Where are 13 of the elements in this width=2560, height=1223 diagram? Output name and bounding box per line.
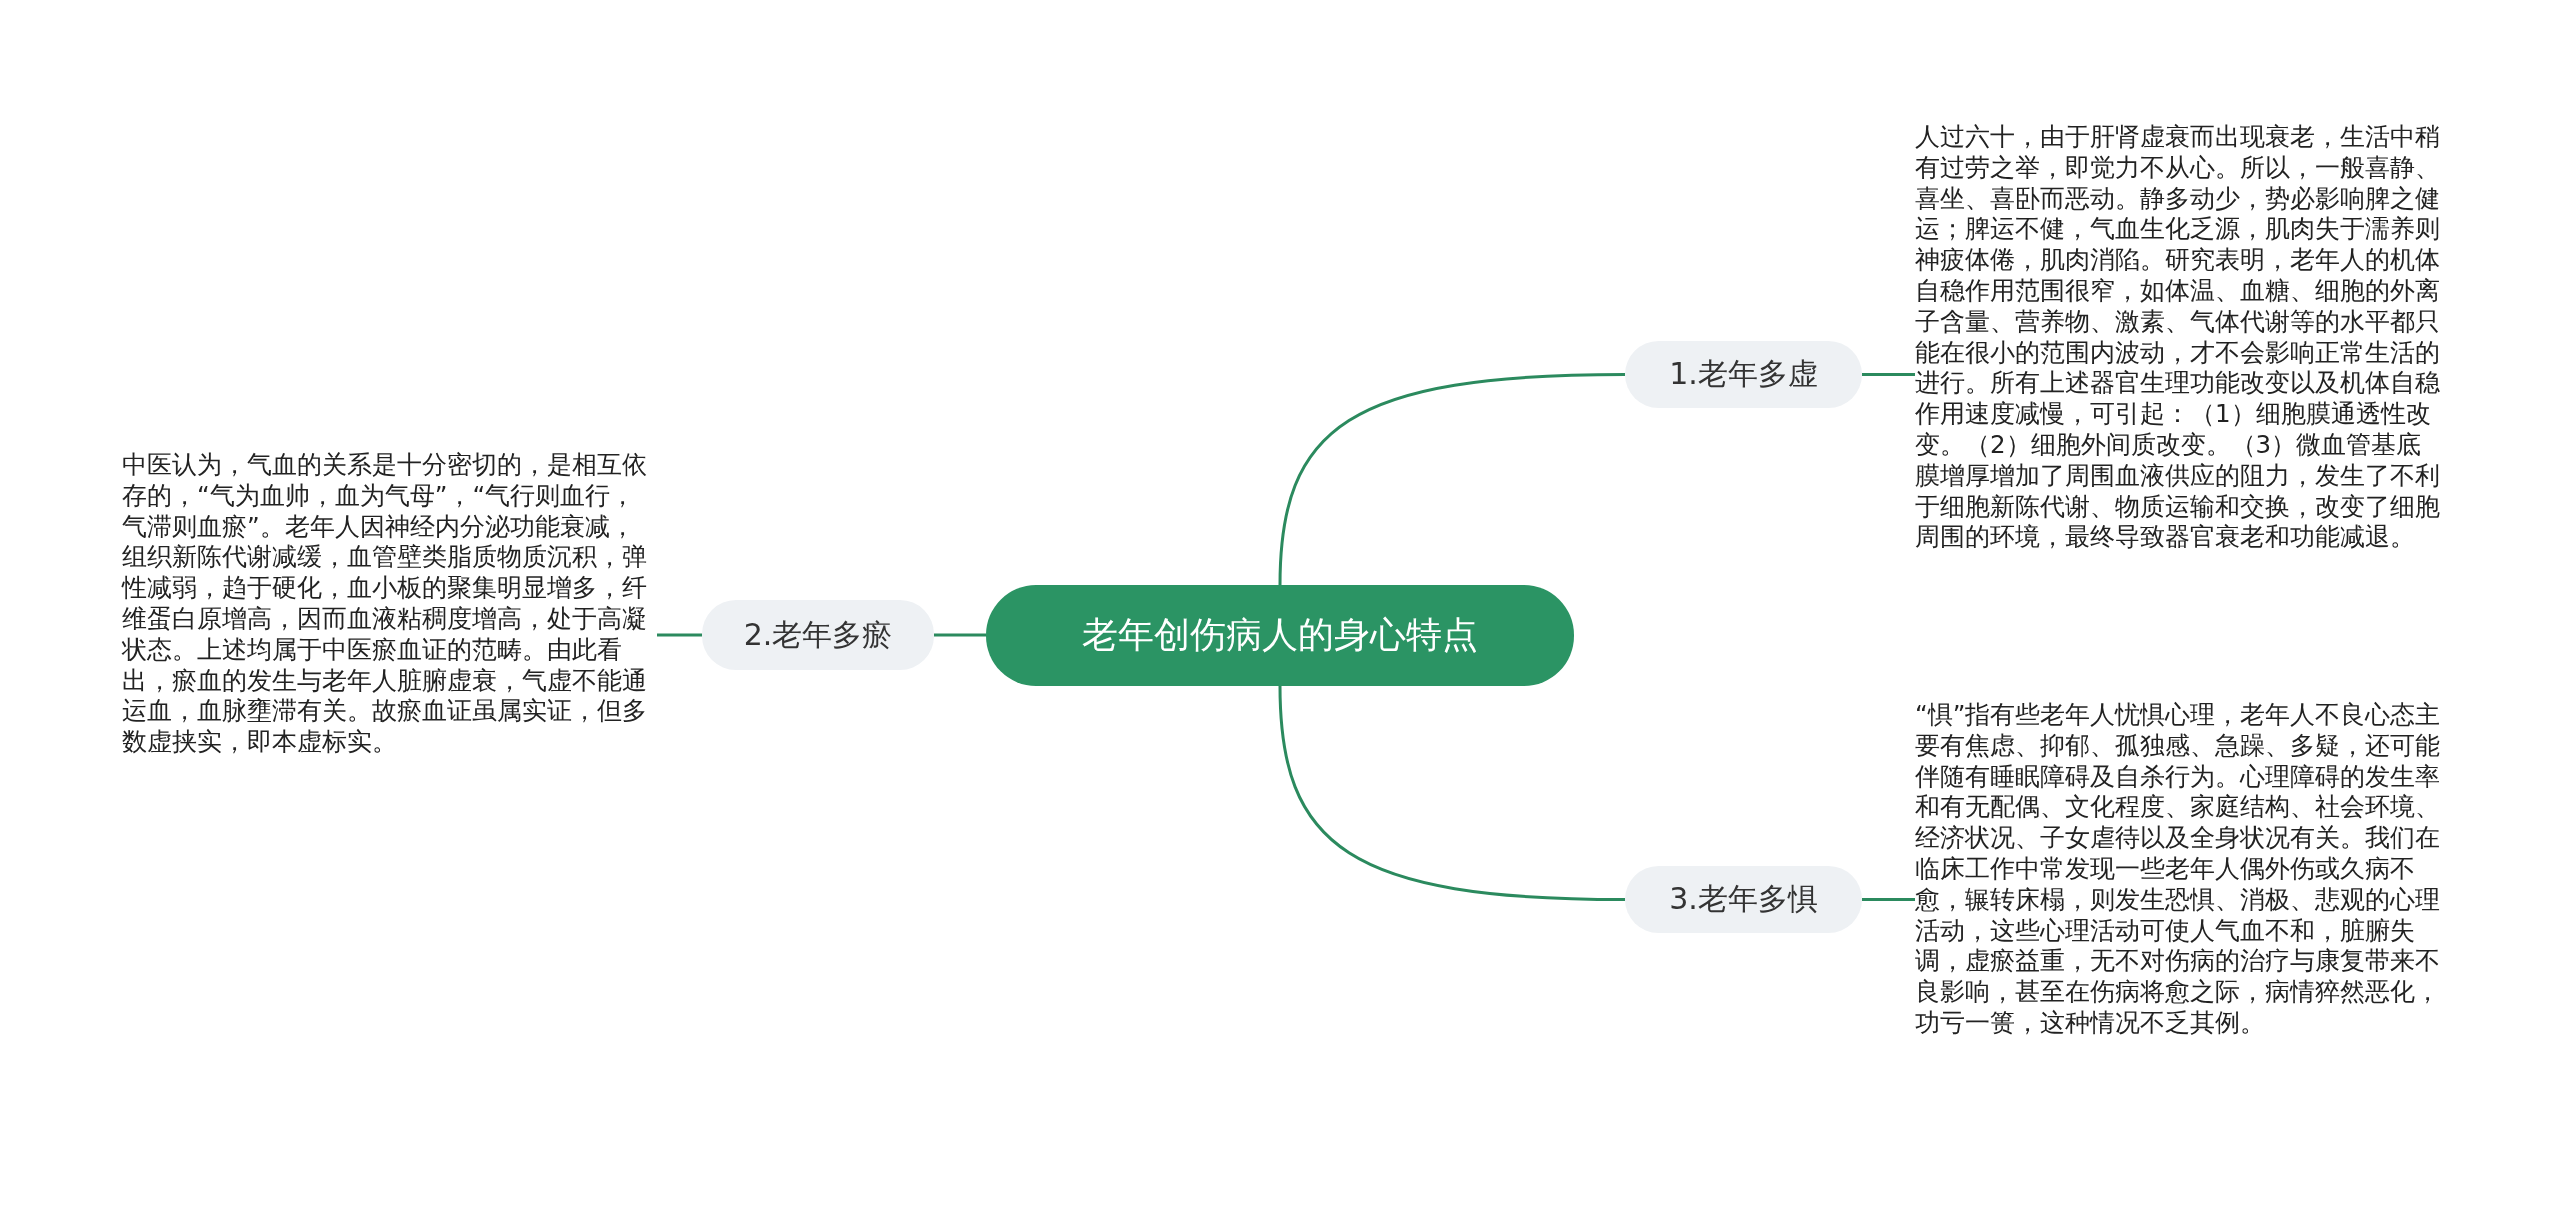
connector-line bbox=[1278, 685, 1626, 901]
connector-line bbox=[934, 633, 986, 637]
connector-line bbox=[1862, 898, 1915, 901]
connector-line bbox=[1278, 373, 1626, 586]
connector-line bbox=[657, 633, 702, 637]
branch-topic: 3.老年多惧 bbox=[1625, 866, 1862, 933]
branch-topic: 1.老年多虚 bbox=[1625, 341, 1862, 408]
note-paragraph: 中医认为，气血的关系是十分密切的，是相互依存的，“气为血帅，血为气母”，“气行则血行，气滞则血瘀”。老年人因神经内分泌功能衰减，组织新陈代谢减缓，血管壁类脂质物质沉积，弹性减弱，趋于硬化，血小板的聚集明显增多，纤维蛋白原增高，因而血液粘稠度增高，处于高凝状态。上述均属于中医瘀血证的范畴。由此看出，瘀血的发生与老年人脏腑虚衰，气虚不能通运血，血脉壅滞有关。故瘀血证虽属实证，但多数虚挟实，即本虚标实。 bbox=[122, 450, 648, 758]
branch-topic: 2.老年多瘀 bbox=[702, 600, 934, 670]
connector-line bbox=[1862, 373, 1915, 376]
note-paragraph: “惧”指有些老年人忧惧心理，老年人不良心态主要有焦虑、抑郁、孤独感、急躁、多疑，还可能伴随有睡眠障碍及自杀行为。心理障碍的发生率和有无配偶、文化程度、家庭结构、社会环境、经济状况、子女虐待以及全身状况有关。我们在临床工作中常发现一些老年人偶外伤或久病不愈，辗转床榻，则发生恐惧、消极、悲观的心理活动，这些心理活动可使人气血不和，脏腑失调，虚瘀益重，无不对伤病的治疗与康复带来不良影响，甚至在伤病将愈之际，病情猝然恶化，功亏一篑，这种情况不乏其例。 bbox=[1915, 700, 2442, 1039]
note-paragraph: 人过六十，由于肝肾虚衰而出现衰老，生活中稍有过劳之举，即觉力不从心。所以，一般喜静、喜坐、喜卧而恶动。静多动少，势必影响脾之健运；脾运不健，气血生化乏源，肌肉失于濡养则神疲体倦，肌肉消陷。研究表明，老年人的机体自稳作用范围很窄，如体温、血糖、细胞的外离子含量、营养物、激素、气体代谢等的水平都只能在很小的范围内波动，才不会影响正常生活的进行。所有上述器官生理功能改变以及机体自稳作用速度减慢，可引起：（1）细胞膜通透性改变。（2）细胞外间质改变。（3）微血管基底膜增厚增加了周围血液供应的阻力，发生了不利于细胞新陈代谢、物质运输和交换，改变了细胞周围的环境，最终导致器官衰老和功能减退。 bbox=[1915, 122, 2441, 554]
central-topic: 老年创伤病人的身心特点 bbox=[986, 585, 1574, 686]
